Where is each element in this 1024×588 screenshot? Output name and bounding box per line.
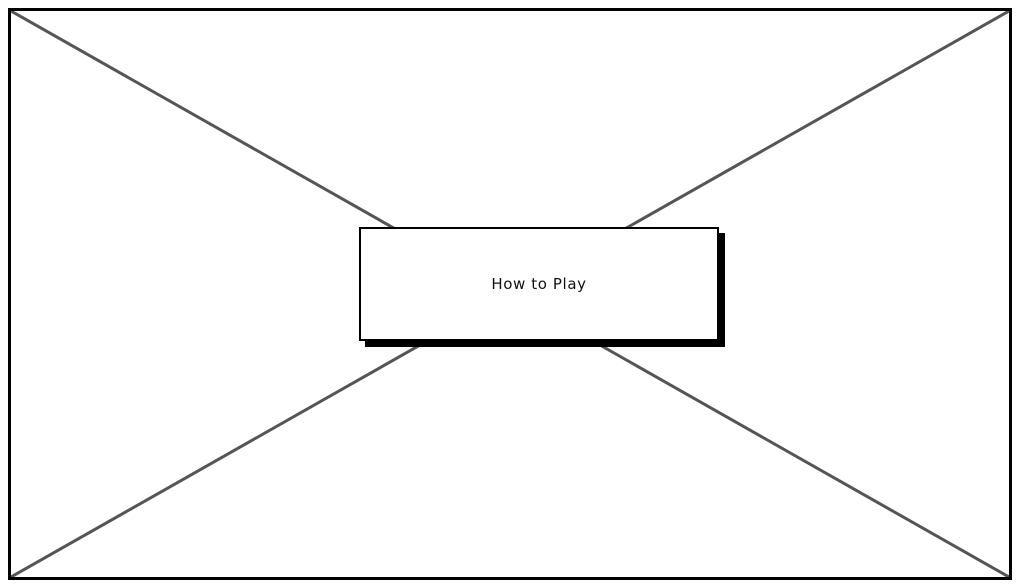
dialog-panel[interactable]: How to Play bbox=[359, 227, 719, 341]
how-to-play-dialog[interactable]: How to Play bbox=[359, 227, 725, 347]
dialog-title: How to Play bbox=[491, 275, 587, 293]
